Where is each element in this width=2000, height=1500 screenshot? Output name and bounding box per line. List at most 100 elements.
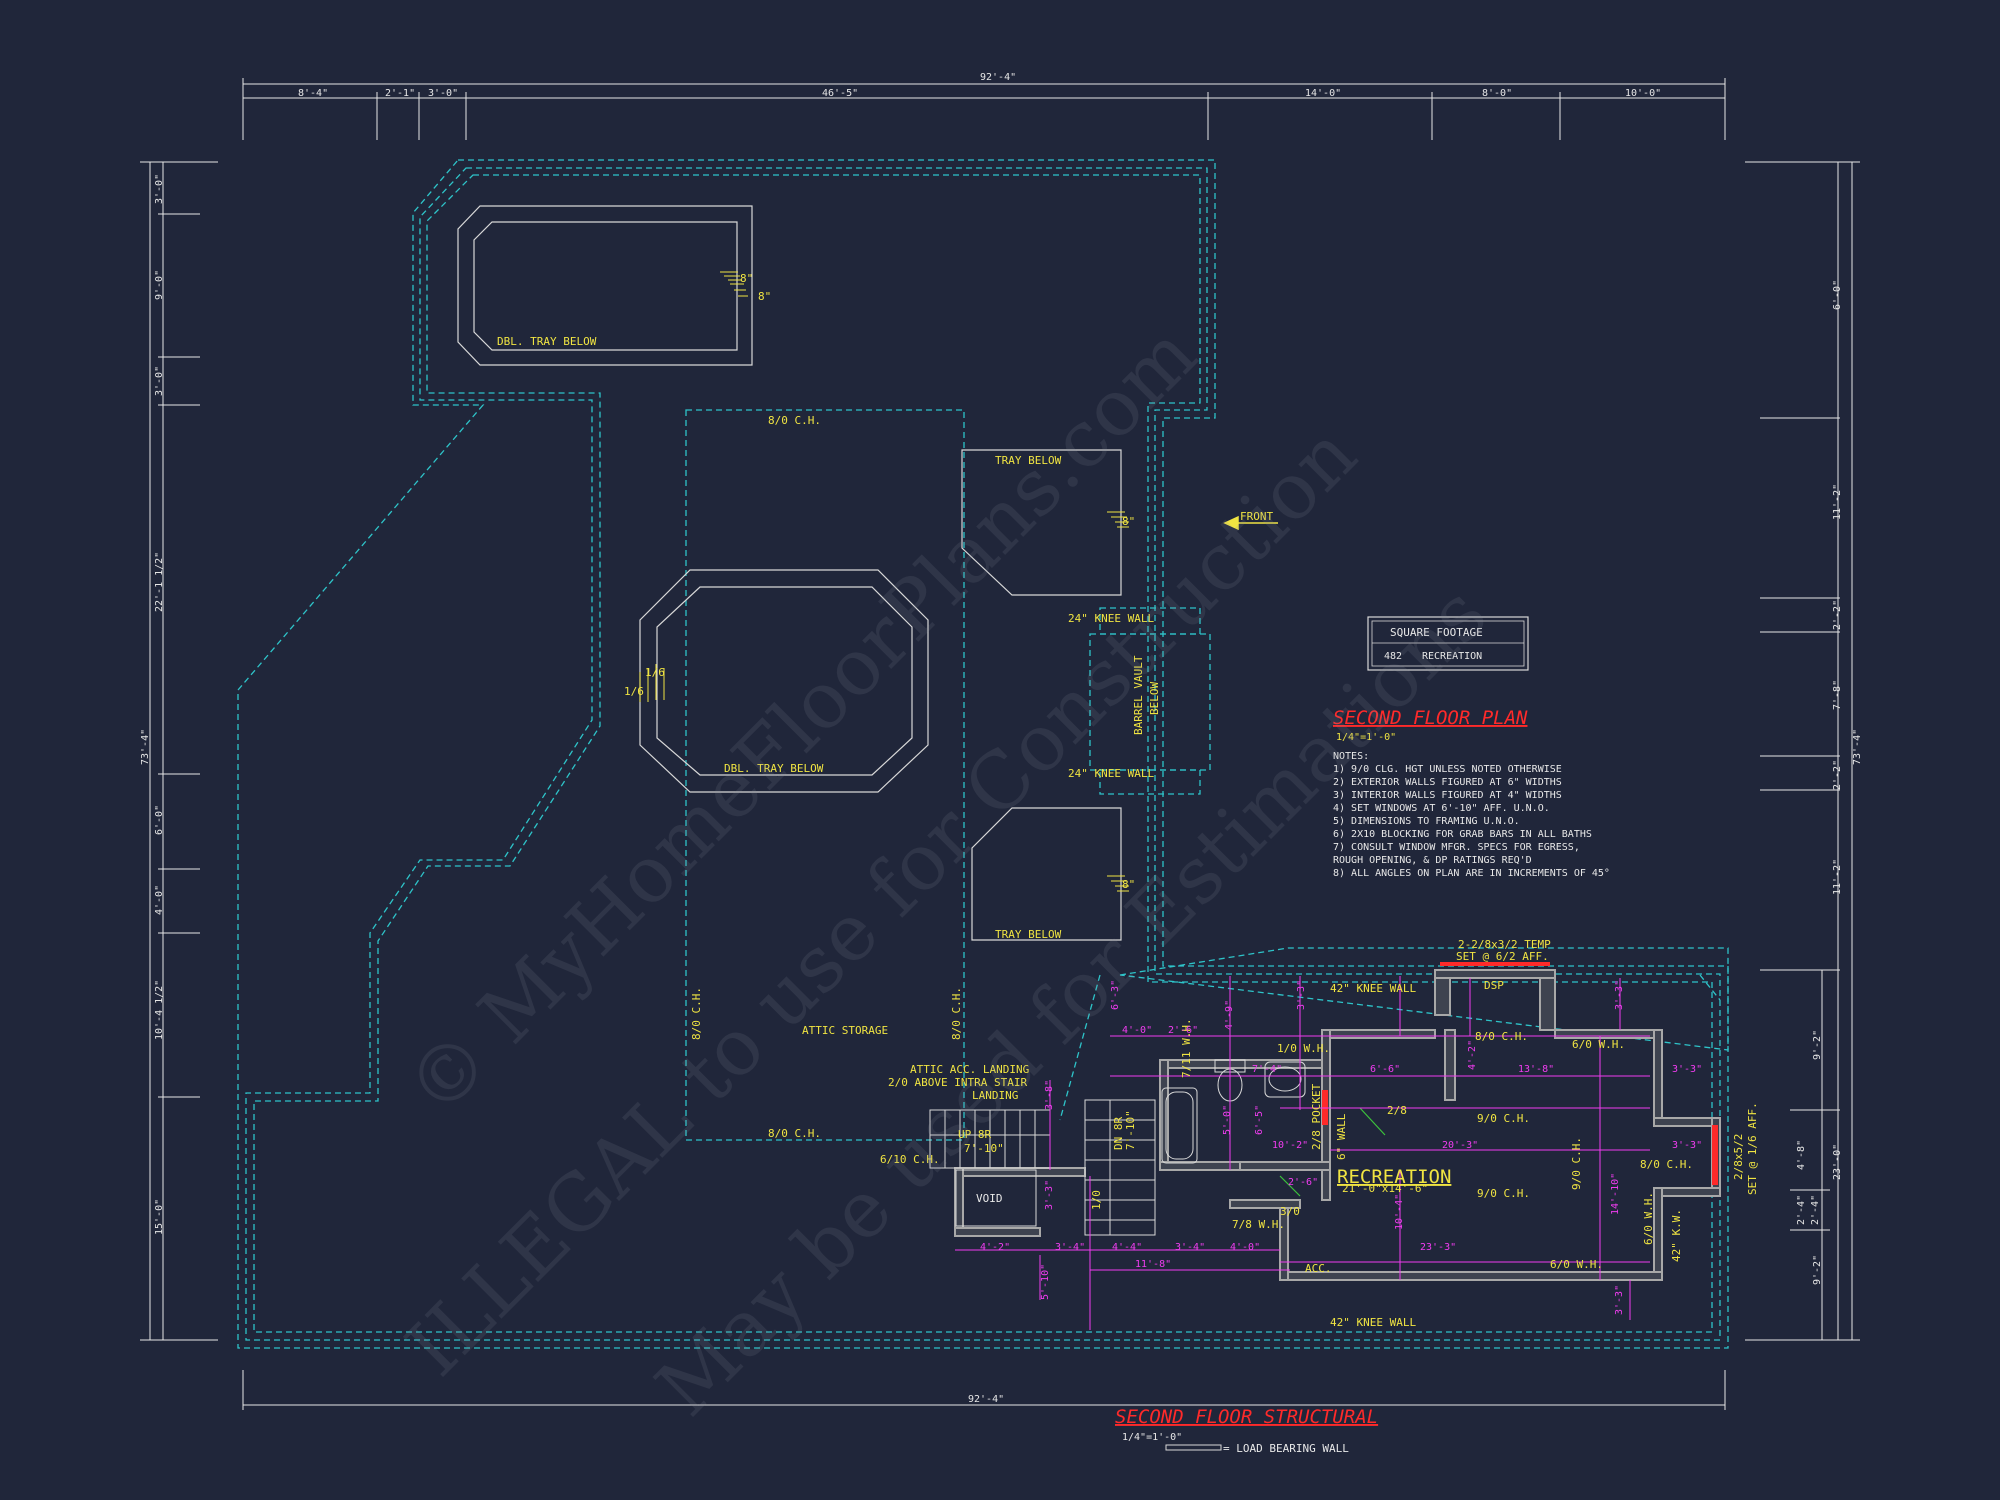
notes-heading: NOTES: bbox=[1333, 751, 1369, 762]
label-hatch-16-b: 1/6 bbox=[645, 666, 665, 679]
plan-scale: 1/4"=1'-0" bbox=[1336, 732, 1396, 743]
label-temp-window-set: SET @ 6/2 AFF. bbox=[1456, 950, 1549, 963]
label-knee-wall-1: 24" KNEE WALL bbox=[1068, 612, 1154, 625]
note-4: 4) SET WINDOWS AT 6'-10" AFF. U.N.O. bbox=[1333, 803, 1550, 814]
label-knee-wall-5: 42" K.W. bbox=[1670, 1209, 1683, 1262]
note-3: 3) INTERIOR WALLS FIGURED AT 4" WIDTHS bbox=[1333, 790, 1562, 801]
rd-h-15: 4'-0" bbox=[1230, 1242, 1260, 1253]
label-stair-up: UP 8R bbox=[958, 1128, 991, 1141]
label-barrel-vault: BARREL VAULT bbox=[1132, 655, 1145, 735]
label-hatch-8-d: 8" bbox=[1122, 878, 1135, 891]
dim-right-7: 9'-2" bbox=[1812, 1030, 1823, 1060]
rd-h-11: 4'-2" bbox=[980, 1242, 1010, 1253]
front-arrow-icon bbox=[1223, 515, 1278, 531]
plan-title: SECOND FLOOR PLAN bbox=[1333, 707, 1528, 729]
note-5: 5) DIMENSIONS TO FRAMING U.N.O. bbox=[1333, 816, 1520, 827]
rd-v-8: 3'-8" bbox=[1044, 1080, 1055, 1110]
rd-v-7: 6'-5" bbox=[1254, 1105, 1265, 1135]
hatch-marks bbox=[639, 271, 1129, 892]
label-wh-5: 6/0 W.H. bbox=[1642, 1192, 1655, 1245]
dim-right-11: 2'-4" bbox=[1796, 1195, 1807, 1225]
dim-left-2: 9'-0" bbox=[154, 270, 165, 300]
label-barrel-below: BELOW bbox=[1148, 682, 1161, 715]
dim-top-3: 3'-0" bbox=[428, 88, 458, 99]
label-ch-7: 9/0 C.H. bbox=[1570, 1137, 1583, 1190]
note-7: 7) CONSULT WINDOW MFGR. SPECS FOR EGRESS… bbox=[1333, 842, 1580, 853]
dim-top-4: 46'-5" bbox=[822, 88, 858, 99]
sqft-title: SQUARE FOOTAGE bbox=[1390, 626, 1483, 639]
label-stair-up-height: 7'-10" bbox=[964, 1142, 1004, 1155]
label-wall-6: 6" WALL bbox=[1335, 1113, 1348, 1160]
label-knee-wall-3: 42" KNEE WALL bbox=[1330, 982, 1416, 995]
structural-scale: 1/4"=1'-0" bbox=[1122, 1432, 1182, 1443]
dim-left-4: 22'-1 1/2" bbox=[154, 552, 165, 612]
label-attic-landing-1: ATTIC ACC. LANDING bbox=[910, 1063, 1029, 1076]
rd-v-9: 10'-4" bbox=[1394, 1194, 1405, 1230]
label-ch-top: 8/0 C.H. bbox=[768, 414, 821, 427]
dim-right-6: 11'-2" bbox=[1832, 859, 1843, 895]
dim-left-overall: 73'-4" bbox=[140, 729, 151, 765]
rd-h-16: 11'-8" bbox=[1135, 1259, 1171, 1270]
label-tray-octagon: DBL. TRAY BELOW bbox=[724, 762, 824, 775]
rd-h-6: 3'-3" bbox=[1672, 1064, 1702, 1075]
label-attic-landing-3: LANDING bbox=[972, 1089, 1018, 1102]
rd-h-10: 3'-3" bbox=[1672, 1140, 1702, 1151]
label-door-30: 3/0 bbox=[1280, 1205, 1300, 1218]
label-temp-window: 2-2/8x3/2 TEMP bbox=[1458, 938, 1551, 951]
label-ch-bottom: 8/0 C.H. bbox=[768, 1127, 821, 1140]
label-ch-8: 8/0 C.H. bbox=[1475, 1030, 1528, 1043]
label-acc: ACC. bbox=[1305, 1262, 1332, 1275]
label-hatch-8-a: 8" bbox=[740, 272, 753, 285]
dim-right-9: 9'-2" bbox=[1812, 1255, 1823, 1285]
label-door-10: 1/0 bbox=[1090, 1190, 1103, 1210]
dim-right-5: 2'-2" bbox=[1832, 760, 1843, 790]
label-ch-5: 9/0 C.H. bbox=[1477, 1112, 1530, 1125]
label-tray-upper: DBL. TRAY BELOW bbox=[497, 335, 597, 348]
stairs bbox=[929, 1059, 1306, 1236]
label-attic-landing-2: 2/0 ABOVE INTRA STAIR bbox=[888, 1076, 1027, 1089]
dim-right-2: 11'-2" bbox=[1832, 484, 1843, 520]
label-ch-6: 9/0 C.H. bbox=[1477, 1187, 1530, 1200]
rd-v-13: 3'-3" bbox=[1044, 1180, 1055, 1210]
label-wh-3: 7/8 W.H. bbox=[1232, 1218, 1285, 1231]
rd-v-2: 3'-3" bbox=[1296, 980, 1307, 1010]
load-bearing-legend: = LOAD BEARING WALL bbox=[1223, 1442, 1349, 1455]
rd-h-4: 6'-6" bbox=[1370, 1064, 1400, 1075]
rd-h-5: 13'-8" bbox=[1518, 1064, 1554, 1075]
note-6: 6) 2X10 BLOCKING FOR GRAB BARS IN ALL BA… bbox=[1333, 829, 1592, 840]
label-door-28: 2/8 bbox=[1387, 1104, 1407, 1117]
dim-left-7: 10'-4 1/2" bbox=[154, 980, 165, 1040]
sqft-value: 482 bbox=[1384, 651, 1402, 662]
rd-v-12: 3'-3" bbox=[1614, 1285, 1625, 1315]
attic-outline bbox=[237, 159, 1729, 1349]
label-tray-right-lower: TRAY BELOW bbox=[995, 928, 1062, 941]
dim-top-7: 10'-0" bbox=[1625, 88, 1661, 99]
label-knee-wall-4: 42" KNEE WALL bbox=[1330, 1316, 1416, 1329]
plan-title-block: SECOND FLOOR PLAN 1/4"=1'-0" bbox=[1333, 707, 1528, 743]
dim-top-overall: 92'-4" bbox=[980, 72, 1016, 83]
top-dimensions: 92'-4" 8'-4" 2'-1" 3'-0" 46'-5" 14'-0" 8… bbox=[298, 72, 1661, 1405]
rd-v-10: 14'-10" bbox=[1610, 1173, 1621, 1215]
rd-v-1: 6'-3" bbox=[1110, 980, 1121, 1010]
dim-right-overall: 73'-4" bbox=[1852, 729, 1863, 765]
dimension-lines bbox=[140, 78, 1860, 1410]
label-knee-wall-2: 24" KNEE WALL bbox=[1068, 767, 1154, 780]
dim-top-5: 14'-0" bbox=[1305, 88, 1341, 99]
rd-v-11: 5'-10" bbox=[1040, 1264, 1051, 1300]
dim-right-8: 23'-0" bbox=[1832, 1144, 1843, 1180]
label-void: VOID bbox=[976, 1192, 1003, 1205]
label-hatch-16-a: 1/6 bbox=[624, 685, 644, 698]
rd-v-5: 4'-2" bbox=[1467, 1040, 1478, 1070]
label-stair-dn-height: 7'-10" bbox=[1124, 1110, 1137, 1150]
label-ch-610: 6/10 C.H. bbox=[880, 1153, 940, 1166]
right-dimensions: 73'-4" 6'-0" 11'-2" 2'-2" 7'-8" 2'-2" 11… bbox=[1796, 280, 1863, 1285]
dim-top-1: 8'-4" bbox=[298, 88, 328, 99]
plan-labels: DBL. TRAY BELOW DBL. TRAY BELOW TRAY BEL… bbox=[497, 272, 1759, 1329]
rd-h-2: 2'-6" bbox=[1168, 1025, 1198, 1036]
label-ch-right: 8/0 C.H. bbox=[950, 987, 963, 1040]
dim-right-3: 2'-2" bbox=[1832, 600, 1843, 630]
note-7b: ROUGH OPENING, & DP RATINGS REQ'D bbox=[1333, 855, 1532, 866]
rd-v-6: 5'-0" bbox=[1222, 1105, 1233, 1135]
label-dsp: DSP bbox=[1484, 979, 1504, 992]
dim-right-12: 2'-4" bbox=[1810, 1195, 1821, 1225]
